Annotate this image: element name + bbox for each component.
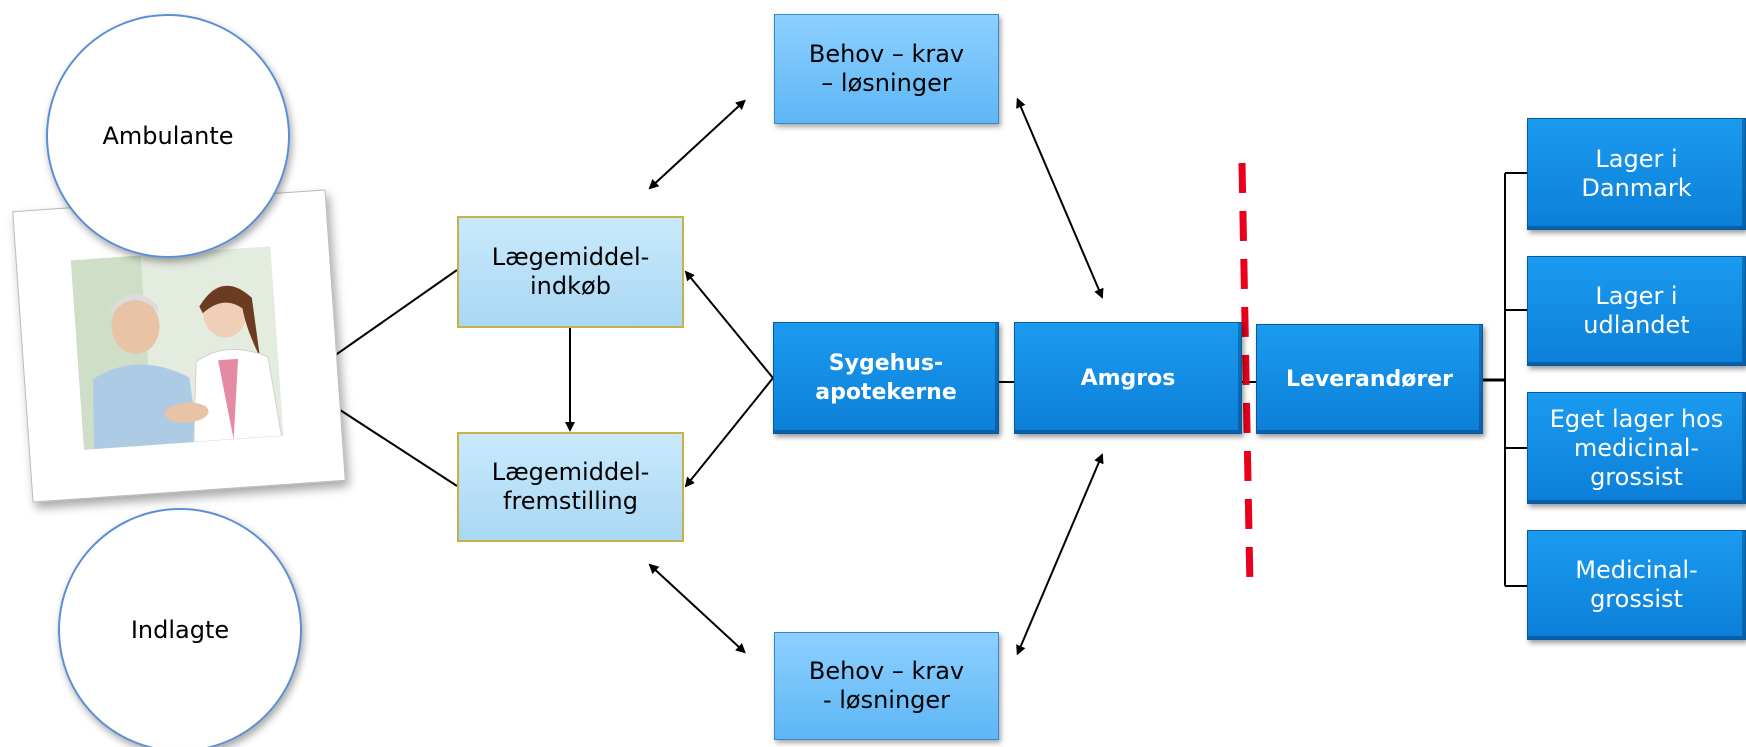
box-laegemiddel-fremstilling-label: Lægemiddel- fremstilling [491, 458, 650, 515]
box-lager-udlandet: Lager i udlandet [1527, 256, 1746, 366]
connector-behov-bottom-amgros [1016, 453, 1104, 656]
box-amgros: Amgros [1014, 322, 1242, 434]
box-lager-danmark: Lager i Danmark [1527, 118, 1746, 230]
circle-ambulante-label: Ambulante [102, 122, 234, 150]
box-eget-lager-label: Eget lager hos medicinal- grossist [1549, 404, 1724, 491]
box-medicinalgrossist: Medicinal- grossist [1527, 530, 1746, 640]
connector-sygehus-indkob [684, 270, 774, 379]
box-lager-udlandet-label: Lager i udlandet [1583, 282, 1690, 339]
circle-indlagte-label: Indlagte [130, 616, 230, 644]
connector-behov-top-amgros [1016, 97, 1104, 299]
box-behov-bottom-label: Behov – krav - løsninger [808, 657, 965, 714]
doctor-patient-photo [70, 246, 284, 450]
box-laegemiddel-indkob: Lægemiddel- indkøb [457, 216, 684, 328]
connector-behov-top-indkob [648, 99, 746, 190]
box-sygehusapotekerne-label: Sygehus- apotekerne [815, 351, 957, 405]
box-lager-danmark-label: Lager i Danmark [1581, 145, 1692, 202]
photo-frame [12, 189, 346, 503]
box-laegemiddel-fremstilling: Lægemiddel- fremstilling [457, 432, 684, 542]
connector-sygehus-fremstilling [684, 377, 774, 488]
box-eget-lager: Eget lager hos medicinal- grossist [1527, 392, 1746, 504]
box-laegemiddel-indkob-label: Lægemiddel- indkøb [491, 243, 650, 300]
circle-ambulante: Ambulante [46, 14, 290, 258]
box-leverandorer-label: Leverandører [1285, 366, 1454, 392]
photo-illustration [70, 246, 284, 450]
box-medicinalgrossist-label: Medicinal- grossist [1575, 556, 1698, 613]
box-amgros-label: Amgros [1080, 365, 1176, 391]
box-sygehusapotekerne: Sygehus- apotekerne [773, 322, 999, 434]
box-behov-bottom: Behov – krav - løsninger [774, 632, 999, 740]
boundary-dashed-line [1238, 162, 1254, 589]
box-leverandorer: Leverandører [1256, 324, 1483, 434]
box-behov-top: Behov – krav – løsninger [774, 14, 999, 124]
box-behov-top-label: Behov – krav – løsninger [808, 40, 965, 97]
connector-behov-bottom-fremstilling [648, 563, 746, 654]
circle-indlagte: Indlagte [58, 508, 302, 747]
